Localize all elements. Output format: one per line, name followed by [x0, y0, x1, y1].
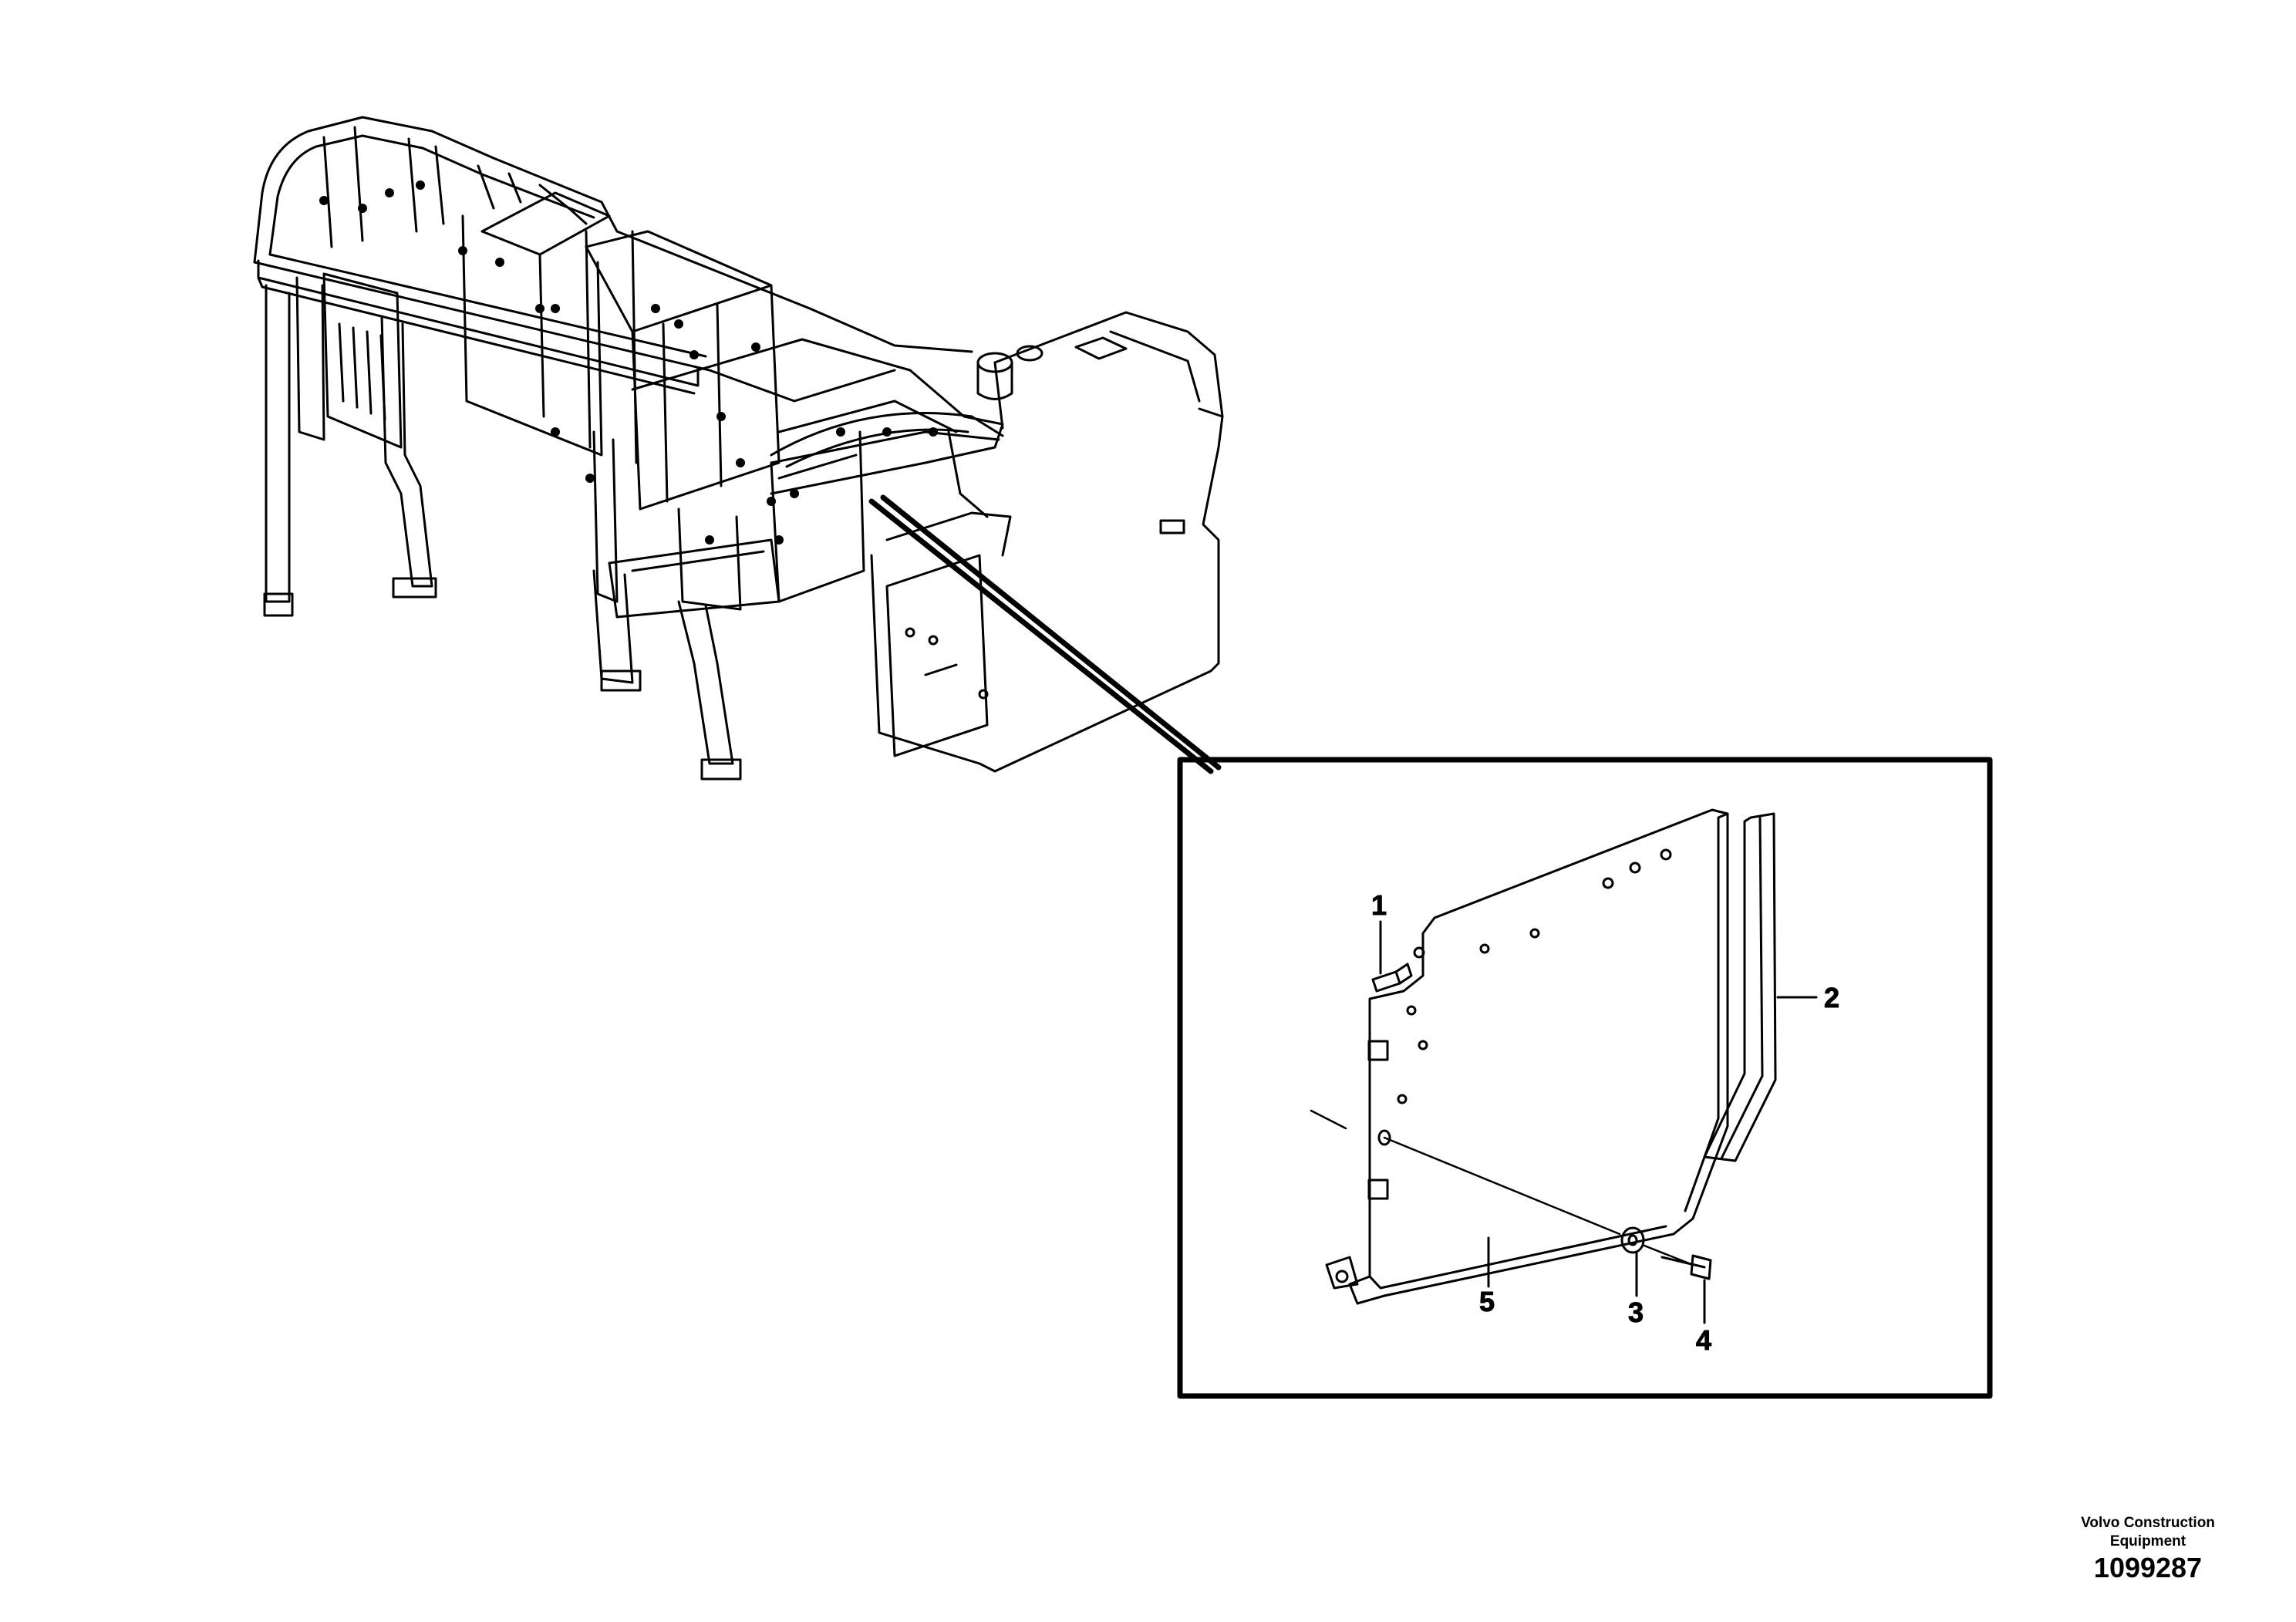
- brand-name-line2: Equipment: [2109, 1533, 2186, 1549]
- machine-frame-drawing: [253, 116, 1004, 781]
- clip-part-1: [1371, 963, 1413, 993]
- cover-plate-part-5: [1325, 808, 1729, 1305]
- callout-leaders: [1379, 920, 1818, 1324]
- detail-leader-lines: [868, 494, 1222, 774]
- callout-3: 3: [1628, 1297, 1644, 1328]
- assembly-axis-line: [1310, 1109, 1694, 1266]
- screw-part-4: [1660, 1254, 1712, 1280]
- drawing-number: 1099287: [2093, 1552, 2203, 1583]
- callout-2: 2: [1824, 982, 1839, 1013]
- callout-4: 4: [1696, 1324, 1711, 1356]
- callout-5: 5: [1479, 1286, 1495, 1317]
- brand-block: Volvo Construction Equipment 1099287: [2032, 1514, 2264, 1585]
- callout-1: 1: [1371, 889, 1387, 921]
- brand-name-line1: Volvo Construction: [2081, 1515, 2215, 1531]
- detail-box: [1177, 757, 1993, 1399]
- seal-strip-part-2: [1703, 812, 1777, 1162]
- washer-part-3: [1620, 1226, 1645, 1254]
